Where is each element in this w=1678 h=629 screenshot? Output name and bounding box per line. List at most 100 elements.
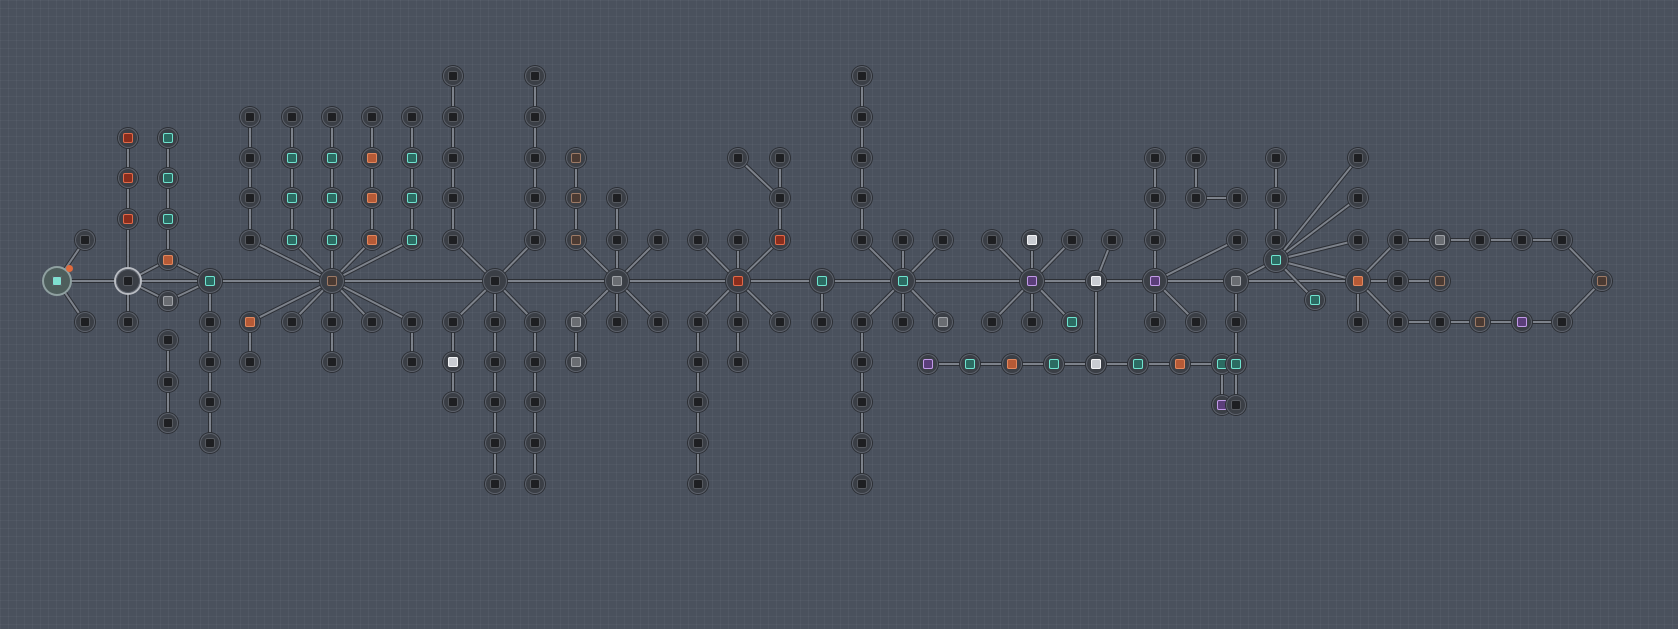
advancement-node[interactable] [282,312,302,332]
advancement-node[interactable] [1224,269,1248,293]
advancement-node[interactable] [443,107,463,127]
advancement-node[interactable] [1512,230,1532,250]
advancement-node[interactable] [362,312,382,332]
advancement-node[interactable] [525,148,545,168]
advancement-node[interactable] [852,107,872,127]
advancement-node[interactable] [158,291,178,311]
advancement-node[interactable] [726,269,750,293]
advancement-node[interactable] [158,372,178,392]
advancement-node[interactable] [852,474,872,494]
advancement-node[interactable] [240,352,260,372]
advancement-node[interactable] [1430,271,1450,291]
advancement-node[interactable] [1348,312,1368,332]
advancement-node[interactable] [852,230,872,250]
advancement-node[interactable] [443,188,463,208]
advancement-node[interactable] [443,312,463,332]
advancement-node[interactable] [118,209,138,229]
advancement-node[interactable] [322,107,342,127]
advancement-node[interactable] [918,354,938,374]
advancement-node[interactable] [1305,290,1325,310]
advancement-node[interactable] [852,352,872,372]
advancement-node[interactable] [1470,230,1490,250]
advancement-node[interactable] [443,392,463,412]
advancement-node[interactable] [525,312,545,332]
advancement-node[interactable] [1264,248,1288,272]
advancement-node[interactable] [648,230,668,250]
advancement-node[interactable] [402,188,422,208]
advancement-node[interactable] [322,148,342,168]
advancement-node[interactable] [402,148,422,168]
advancement-node[interactable] [607,230,627,250]
advancement-node[interactable] [933,312,953,332]
advancement-node[interactable] [1552,312,1572,332]
advancement-node[interactable] [728,352,748,372]
advancement-node[interactable] [525,352,545,372]
advancement-node[interactable] [566,352,586,372]
advancement-node[interactable] [728,312,748,332]
advancement-node[interactable] [1348,148,1368,168]
advancement-node[interactable] [362,188,382,208]
advancement-node[interactable] [688,230,708,250]
advancement-node[interactable] [443,66,463,86]
advancement-node[interactable] [485,392,505,412]
advancement-node[interactable] [1002,354,1022,374]
advancement-node[interactable] [688,474,708,494]
tool-node[interactable] [75,312,95,332]
advancement-node[interactable] [485,433,505,453]
advancement-node[interactable] [1128,354,1148,374]
advancement-node[interactable] [1102,230,1122,250]
advancement-node[interactable] [118,168,138,188]
advancement-node[interactable] [1186,148,1206,168]
advancement-node[interactable] [402,107,422,127]
advancement-node[interactable] [1430,230,1450,250]
advancement-node[interactable] [810,269,834,293]
advancement-node[interactable] [1086,271,1106,291]
advancement-node[interactable] [200,392,220,412]
advancement-node[interactable] [891,269,915,293]
advancement-node[interactable] [770,188,790,208]
advancement-node[interactable] [933,230,953,250]
advancement-node[interactable] [525,107,545,127]
advancement-node[interactable] [852,188,872,208]
advancement-node[interactable] [1346,269,1370,293]
advancement-node[interactable] [852,66,872,86]
advancement-node[interactable] [1145,230,1165,250]
advancement-node[interactable] [960,354,980,374]
advancement-node[interactable] [1266,148,1286,168]
advancement-node[interactable] [282,148,302,168]
advancement-node[interactable] [728,230,748,250]
advancement-node[interactable] [1592,271,1612,291]
advancement-node[interactable] [1186,312,1206,332]
advancement-node[interactable] [1348,230,1368,250]
advancement-node[interactable] [1145,148,1165,168]
advancement-node[interactable] [362,107,382,127]
advancement-node[interactable] [525,433,545,453]
advancement-node[interactable] [320,269,344,293]
advancement-node[interactable] [566,230,586,250]
advancement-node[interactable] [362,230,382,250]
advancement-node[interactable] [525,392,545,412]
advancement-node[interactable] [688,312,708,332]
advancement-node[interactable] [566,188,586,208]
advancement-node[interactable] [1348,188,1368,208]
advancement-node[interactable] [812,312,832,332]
advancement-node[interactable] [566,312,586,332]
advancement-node[interactable] [200,352,220,372]
advancement-node[interactable] [362,148,382,168]
advancement-node[interactable] [525,66,545,86]
advancement-node[interactable] [1552,230,1572,250]
advancement-node[interactable] [158,168,178,188]
advancement-node[interactable] [198,269,222,293]
advancement-node[interactable] [240,188,260,208]
advancement-node[interactable] [893,230,913,250]
advancement-node[interactable] [852,433,872,453]
tool-node[interactable] [75,230,95,250]
advancement-node[interactable] [728,148,748,168]
advancement-node[interactable] [158,250,178,270]
advancement-node[interactable] [1145,188,1165,208]
advancement-node[interactable] [1512,312,1532,332]
advancement-node[interactable] [1226,354,1246,374]
advancement-node[interactable] [852,392,872,412]
advancement-node[interactable] [240,230,260,250]
